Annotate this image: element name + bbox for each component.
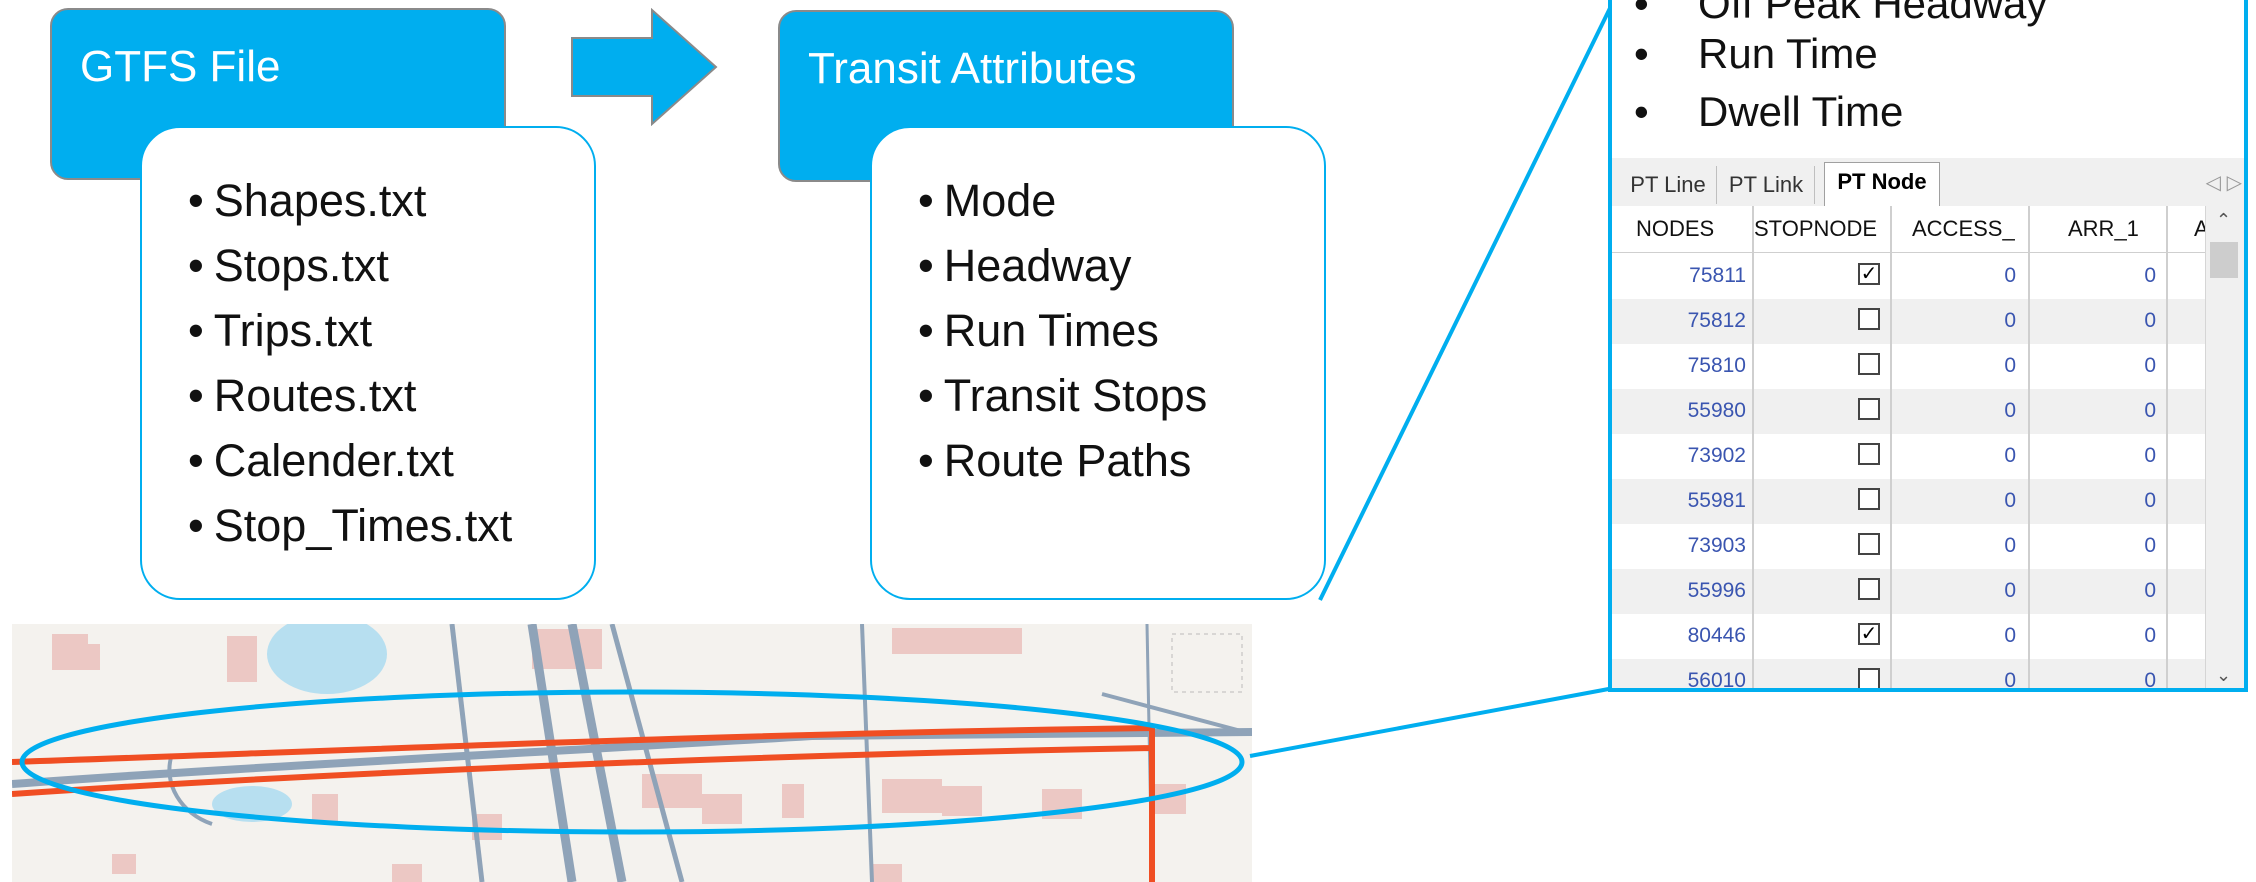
scroll-up-icon[interactable]: ⌃ [2216, 210, 2232, 230]
tab-pt-line[interactable]: PT Line [1620, 166, 1717, 204]
stopnode-checkbox[interactable] [1858, 488, 1880, 510]
access-cell[interactable]: 0 [2004, 669, 2016, 692]
transit-attribute-item: Mode [918, 168, 1207, 233]
arr1-cell[interactable]: 0 [2144, 354, 2156, 377]
gtfs-file-item: Stop_Times.txt [188, 493, 512, 558]
table-row[interactable]: 75811 ✓ 0 0 [1612, 254, 2210, 299]
stopnode-checkbox[interactable] [1858, 668, 1880, 688]
node-id-cell[interactable]: 55980 [1687, 399, 1746, 422]
arr1-cell[interactable]: 0 [2144, 489, 2156, 512]
gtfs-file-list: Shapes.txt Stops.txt Trips.txt Routes.tx… [188, 168, 512, 558]
table-row[interactable]: 73903 0 0 [1612, 524, 2210, 569]
transit-attribute-item: Headway [918, 233, 1207, 298]
arr1-cell[interactable]: 0 [2144, 624, 2156, 647]
node-id-cell[interactable]: 55996 [1687, 579, 1746, 602]
table-row[interactable]: 75810 0 0 [1612, 344, 2210, 389]
arr1-cell[interactable]: 0 [2144, 444, 2156, 467]
arr1-cell[interactable]: 0 [2144, 399, 2156, 422]
stopnode-checkbox[interactable]: ✓ [1858, 623, 1880, 645]
table-row[interactable]: 56010 0 0 [1612, 659, 2210, 692]
arr1-cell[interactable]: 0 [2144, 309, 2156, 332]
column-header-stopnode[interactable]: STOPNODE [1754, 216, 1878, 241]
gtfs-file-item: Shapes.txt [188, 168, 512, 233]
arr1-cell[interactable]: 0 [2144, 534, 2156, 557]
table-row[interactable]: 55996 0 0 [1612, 569, 2210, 614]
access-cell[interactable]: 0 [2004, 444, 2016, 467]
transit-attributes-title: Transit Attributes [808, 44, 1137, 93]
node-id-cell[interactable]: 80446 [1687, 624, 1746, 647]
node-id-cell[interactable]: 73903 [1687, 534, 1746, 557]
node-id-cell[interactable]: 73902 [1687, 444, 1746, 467]
access-cell[interactable]: 0 [2004, 309, 2016, 332]
access-cell[interactable]: 0 [2004, 579, 2016, 602]
gtfs-files-card: Shapes.txt Stops.txt Trips.txt Routes.tx… [140, 126, 596, 600]
scroll-down-icon[interactable]: ⌄ [2216, 665, 2232, 685]
tab-pt-link[interactable]: PT Link [1718, 166, 1815, 204]
column-header-arr1[interactable]: ARR_1 [2068, 216, 2139, 241]
map-canvas [12, 624, 1252, 882]
table-row[interactable]: 75812 0 0 [1612, 299, 2210, 344]
transit-attributes-header: Transit Attributes [778, 10, 1234, 182]
gtfs-file-item: Routes.txt [188, 363, 512, 428]
gtfs-file-item: Stops.txt [188, 233, 512, 298]
column-header-nodes[interactable]: NODES [1636, 216, 1715, 241]
access-cell[interactable]: 0 [2004, 264, 2016, 287]
tab-pt-node[interactable]: PT Node [1824, 162, 1940, 207]
node-id-cell[interactable]: 75811 [1689, 264, 1746, 287]
gtfs-file-item: Calender.txt [188, 428, 512, 493]
stopnode-checkbox[interactable]: ✓ [1858, 263, 1880, 285]
tab-bar: PT Line PT Link PT Node ◁ ▷ [1612, 158, 2244, 207]
gtfs-file-title: GTFS File [80, 42, 281, 91]
access-cell[interactable]: 0 [2004, 354, 2016, 377]
scroll-thumb[interactable] [2210, 242, 2238, 278]
right-arrow-icon [571, 8, 718, 126]
transit-attribute-list: Mode Headway Run Times Transit Stops Rou… [918, 168, 1207, 493]
gtfs-file-item: Trips.txt [188, 298, 512, 363]
stopnode-checkbox[interactable] [1858, 443, 1880, 465]
access-cell[interactable]: 0 [2004, 399, 2016, 422]
node-id-cell[interactable]: 56010 [1687, 669, 1746, 692]
access-cell[interactable]: 0 [2004, 534, 2016, 557]
stopnode-checkbox[interactable] [1858, 578, 1880, 600]
transit-attribute-item: Run Times [918, 298, 1207, 363]
arr1-cell[interactable]: 0 [2144, 669, 2156, 692]
arr1-cell[interactable]: 0 [2144, 579, 2156, 602]
node-id-cell[interactable]: 75812 [1687, 309, 1746, 332]
table-row[interactable]: 80446 ✓ 0 0 [1612, 614, 2210, 659]
node-id-cell[interactable]: 75810 [1687, 354, 1746, 377]
column-header-access[interactable]: ACCESS_ [1912, 216, 2015, 241]
table-row[interactable]: 73902 0 0 [1612, 434, 2210, 479]
stopnode-checkbox[interactable] [1858, 533, 1880, 555]
node-id-cell[interactable]: 55981 [1687, 489, 1746, 512]
transit-attributes-card: Mode Headway Run Times Transit Stops Rou… [870, 126, 1326, 600]
transit-map [12, 624, 1252, 882]
table-header: NODES STOPNODE ACCESS_ ARR_1 A [1612, 206, 2244, 253]
arr1-cell[interactable]: 0 [2144, 264, 2156, 287]
pt-node-panel: •Off Peak Headway •Run Time •Dwell Time … [1608, 0, 2248, 692]
transit-attribute-item: Route Paths [918, 428, 1207, 493]
access-cell[interactable]: 0 [2004, 624, 2016, 647]
table-row[interactable]: 55981 0 0 [1612, 479, 2210, 524]
transit-attribute-item: Transit Stops [918, 363, 1207, 428]
stopnode-checkbox[interactable] [1858, 308, 1880, 330]
stopnode-checkbox[interactable] [1858, 353, 1880, 375]
access-cell[interactable]: 0 [2004, 489, 2016, 512]
stopnode-checkbox[interactable] [1858, 398, 1880, 420]
tab-scroll-arrows[interactable]: ◁ ▷ [2205, 172, 2242, 194]
table-row[interactable]: 55980 0 0 [1612, 389, 2210, 434]
vertical-scrollbar[interactable]: ⌃ ⌄ [2205, 206, 2244, 688]
